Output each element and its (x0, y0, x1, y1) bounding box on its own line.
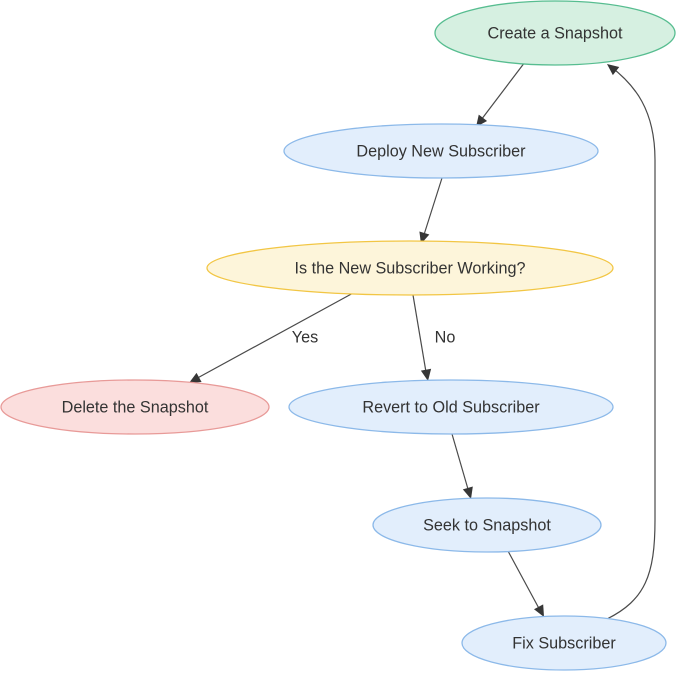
node-shape-deploy_new_subscriber[interactable] (283, 123, 599, 179)
node-shape-seek_to_snapshot[interactable] (372, 497, 602, 553)
node-label-is_working: Is the New Subscriber Working? (295, 259, 526, 277)
edge-arrowhead-icon (534, 604, 544, 617)
node-delete_snapshot[interactable]: Delete the Snapshot (0, 379, 270, 435)
node-label-seek_to_snapshot: Seek to Snapshot (423, 516, 551, 534)
edge-arrowhead-icon (420, 368, 432, 381)
edge-label-yes: Yes (292, 328, 318, 346)
node-shape-is_working[interactable] (206, 240, 614, 296)
edge-arrowhead-icon (476, 114, 488, 127)
node-revert_old_subscriber[interactable]: Revert to Old Subscriber (288, 379, 614, 435)
edge-line (451, 433, 471, 497)
node-shape-delete_snapshot[interactable] (0, 379, 270, 435)
edge-labels-layer: Yes No (292, 328, 456, 346)
edge-create_snapshot-to-deploy_new_subscriber (476, 61, 526, 127)
node-is_working[interactable]: Is the New Subscriber Working? (206, 240, 614, 296)
edge-arrowhead-icon (189, 372, 202, 383)
edge-line (421, 177, 443, 242)
edge-revert_old_subscriber-to-seek_to_snapshot (451, 433, 473, 499)
node-shape-fix_subscriber[interactable] (461, 615, 667, 671)
edge-line (477, 61, 526, 125)
node-label-delete_snapshot: Delete the Snapshot (62, 398, 209, 416)
edge-line (606, 65, 656, 620)
edge-line (507, 550, 543, 615)
edge-is_working-to-delete_snapshot (189, 291, 356, 383)
edge-seek_to_snapshot-to-fix_subscriber (507, 550, 544, 617)
node-shape-create_snapshot[interactable] (434, 0, 676, 66)
edges-layer (189, 61, 656, 620)
edge-fix_subscriber-to-create_snapshot (606, 64, 656, 620)
node-label-revert_old_subscriber: Revert to Old Subscriber (362, 398, 540, 416)
edge-arrowhead-icon (607, 64, 620, 76)
edge-deploy_new_subscriber-to-is_working (419, 177, 443, 244)
node-seek_to_snapshot[interactable]: Seek to Snapshot (372, 497, 602, 553)
node-label-deploy_new_subscriber: Deploy New Subscriber (356, 142, 526, 160)
edge-is_working-to-revert_old_subscriber (412, 294, 432, 381)
edge-arrowhead-icon (462, 486, 473, 499)
edge-label-no: No (435, 328, 456, 346)
edge-line (191, 291, 356, 382)
node-label-fix_subscriber: Fix Subscriber (512, 634, 616, 652)
node-fix_subscriber[interactable]: Fix Subscriber (461, 615, 667, 671)
node-shape-revert_old_subscriber[interactable] (288, 379, 614, 435)
node-deploy_new_subscriber[interactable]: Deploy New Subscriber (283, 123, 599, 179)
node-label-create_snapshot: Create a Snapshot (488, 24, 623, 42)
edge-line (412, 294, 428, 379)
node-create_snapshot[interactable]: Create a Snapshot (434, 0, 676, 66)
